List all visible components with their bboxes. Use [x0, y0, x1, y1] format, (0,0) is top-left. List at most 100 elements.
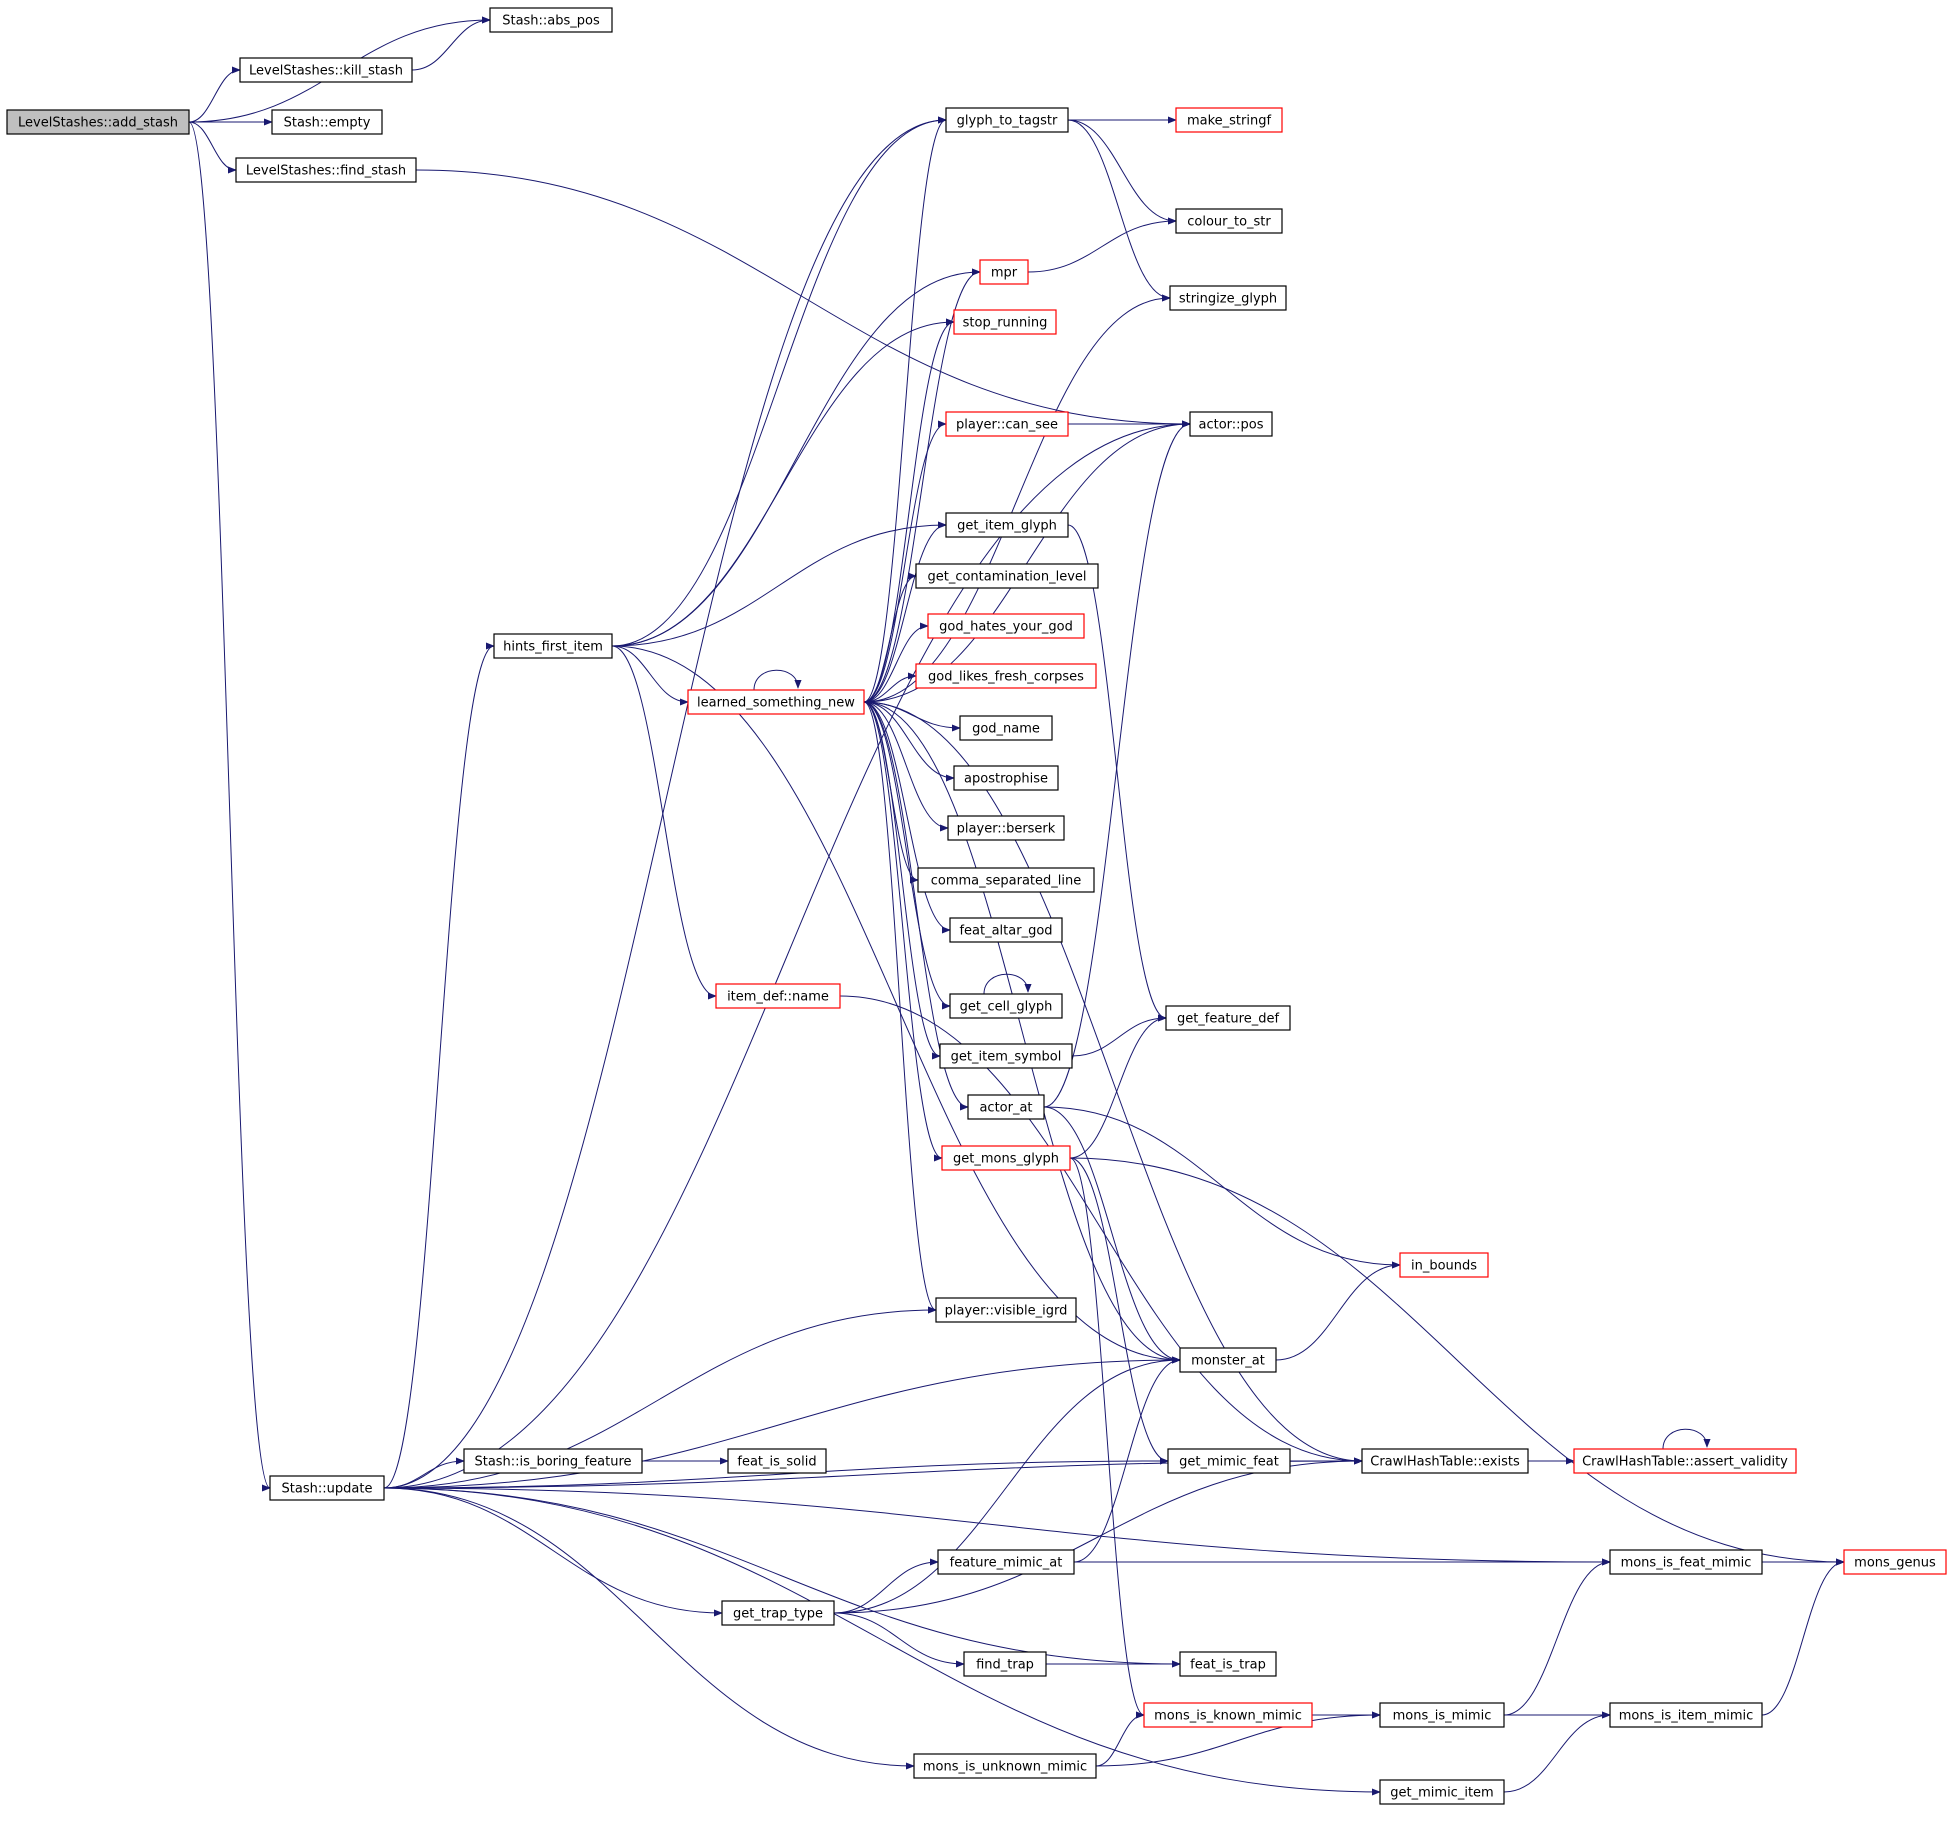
node-item-def-name[interactable]: item_def::name — [715, 983, 841, 1009]
edge-mons-is-unknown-mimic-to-mons-is-known-mimic — [1095, 1711, 1145, 1767]
edge-update-to-mons-is-unknown-mimic — [383, 1487, 915, 1770]
node-label: colour_to_str — [1187, 215, 1271, 230]
edge-learned-to-monster-at — [863, 701, 1181, 1364]
node-mons-is-unknown-mimic[interactable]: mons_is_unknown_mimic — [913, 1753, 1097, 1779]
node-feat-is-trap[interactable]: feat_is_trap — [1179, 1651, 1277, 1677]
node-can-see[interactable]: player::can_see — [945, 411, 1069, 437]
node-label: mons_is_unknown_mimic — [923, 1760, 1087, 1775]
node-update[interactable]: Stash::update — [269, 1475, 385, 1501]
node-box — [235, 157, 417, 183]
edge-learned-to-apostrophise — [863, 701, 955, 782]
node-god-hates-your-god[interactable]: god_hates_your_god — [927, 613, 1085, 639]
node-label: player::visible_igrd — [945, 1304, 1068, 1319]
node-mons-is-item-mimic[interactable]: mons_is_item_mimic — [1609, 1702, 1763, 1728]
node-box — [935, 1297, 1077, 1323]
node-get-mons-glyph[interactable]: get_mons_glyph — [941, 1145, 1071, 1171]
node-get-trap-type[interactable]: get_trap_type — [721, 1600, 835, 1626]
node-make-stringf[interactable]: make_stringf — [1175, 107, 1283, 133]
node-label: get_trap_type — [733, 1607, 823, 1622]
edge-learned-to-get-mons-glyph — [863, 701, 943, 1162]
edge-update-to-monster-at — [383, 1356, 1181, 1489]
node-box — [947, 815, 1065, 841]
node-mons-genus[interactable]: mons_genus — [1843, 1549, 1947, 1575]
node-label: stop_running — [963, 316, 1048, 331]
node-label: player::can_see — [956, 418, 1058, 433]
node-feat-altar-god[interactable]: feat_altar_god — [949, 917, 1063, 943]
node-label: Stash::is_boring_feature — [474, 1455, 631, 1470]
node-box — [917, 867, 1095, 893]
node-get-cell-glyph[interactable]: get_cell_glyph — [949, 993, 1063, 1019]
node-hints-first-item[interactable]: hints_first_item — [493, 633, 613, 659]
node-in-bounds[interactable]: in_bounds — [1399, 1252, 1489, 1278]
edge-learned-to-get-contamination-level — [863, 572, 917, 703]
node-apostrophise[interactable]: apostrophise — [953, 765, 1059, 791]
node-comma-separated-line[interactable]: comma_separated_line — [917, 867, 1095, 893]
edge-learned-to-visible-igrd — [863, 701, 937, 1314]
node-box — [939, 1043, 1073, 1069]
node-mons-is-mimic[interactable]: mons_is_mimic — [1379, 1702, 1505, 1728]
edge-update-to-get-trap-type — [383, 1487, 723, 1617]
node-feature-mimic-at[interactable]: feature_mimic_at — [937, 1549, 1075, 1575]
node-get-item-glyph[interactable]: get_item_glyph — [945, 512, 1069, 538]
node-label: monster_at — [1191, 1354, 1265, 1369]
node-mons-is-known-mimic[interactable]: mons_is_known_mimic — [1143, 1702, 1313, 1728]
node-box — [949, 917, 1063, 943]
edge-get-trap-type-to-feature-mimic-at — [833, 1558, 939, 1614]
edge-actor-at-to-monster-at — [1043, 1106, 1181, 1364]
edge-learned-to-mpr — [863, 268, 981, 703]
node-god-name[interactable]: god_name — [959, 715, 1053, 741]
node-add-stash[interactable]: LevelStashes::add_stash — [6, 109, 190, 135]
node-get-contamination-level[interactable]: get_contamination_level — [915, 563, 1099, 589]
node-glyph-to-tagstr[interactable]: glyph_to_tagstr — [945, 107, 1069, 133]
edge-update-to-is-boring-feature — [383, 1457, 465, 1489]
node-box — [1399, 1252, 1489, 1278]
node-box — [937, 1549, 1075, 1575]
edge-learned-to-stringize-glyph — [863, 294, 1171, 703]
node-kill-stash[interactable]: LevelStashes::kill_stash — [239, 57, 413, 83]
node-assert-validity[interactable]: CrawlHashTable::assert_validity — [1573, 1448, 1797, 1474]
node-learned[interactable]: learned_something_new — [687, 689, 865, 715]
edge-monster-at-to-in-bounds — [1275, 1261, 1401, 1361]
node-label: actor_at — [979, 1101, 1032, 1116]
node-label: mons_is_mimic — [1393, 1709, 1492, 1724]
node-box — [1165, 1005, 1291, 1031]
node-box — [493, 633, 613, 659]
node-abs-pos[interactable]: Stash::abs_pos — [489, 7, 613, 33]
node-box — [271, 109, 383, 135]
node-visible-igrd[interactable]: player::visible_igrd — [935, 1297, 1077, 1323]
edge-update-to-get-mimic-feat — [383, 1457, 1169, 1489]
edge-get-mimic-item-to-mons-is-item-mimic — [1503, 1711, 1611, 1793]
node-empty[interactable]: Stash::empty — [271, 109, 383, 135]
edge-add-stash-to-update — [188, 121, 271, 1492]
node-colour-to-str[interactable]: colour_to_str — [1175, 208, 1283, 234]
edge-mons-is-item-mimic-to-mons-genus — [1761, 1558, 1845, 1716]
node-feat-is-solid[interactable]: feat_is_solid — [727, 1448, 827, 1474]
node-box — [1175, 107, 1283, 133]
node-actor-pos[interactable]: actor::pos — [1189, 411, 1273, 437]
node-mons-is-feat-mimic[interactable]: mons_is_feat_mimic — [1609, 1549, 1763, 1575]
node-stop-running[interactable]: stop_running — [953, 309, 1057, 335]
node-label: find_trap — [976, 1658, 1034, 1673]
node-get-mimic-item[interactable]: get_mimic_item — [1379, 1779, 1505, 1805]
node-stringize-glyph[interactable]: stringize_glyph — [1169, 285, 1287, 311]
nodes-layer: LevelStashes::add_stash Stash::abs_posLev… — [6, 7, 1947, 1805]
node-actor-at[interactable]: actor_at — [967, 1094, 1045, 1120]
edge-find-stash-to-actor-pos — [415, 169, 1191, 428]
edge-learned-to-can-see — [863, 420, 947, 703]
node-get-mimic-feat[interactable]: get_mimic_feat — [1167, 1448, 1291, 1474]
edge-mons-is-mimic-to-mons-is-feat-mimic — [1503, 1558, 1611, 1716]
node-find-trap[interactable]: find_trap — [963, 1651, 1047, 1677]
node-find-stash[interactable]: LevelStashes::find_stash — [235, 157, 417, 183]
node-hash-exists[interactable]: CrawlHashTable::exists — [1361, 1448, 1529, 1474]
node-monster-at[interactable]: monster_at — [1179, 1347, 1277, 1373]
edge-kill-stash-to-abs-pos — [411, 16, 491, 71]
edge-hints-first-item-to-get-item-glyph — [611, 521, 947, 647]
node-label: feat_altar_god — [959, 924, 1052, 939]
node-god-likes-fresh-corpses[interactable]: god_likes_fresh_corpses — [915, 663, 1097, 689]
node-box — [945, 512, 1069, 538]
node-berserk[interactable]: player::berserk — [947, 815, 1065, 841]
node-is-boring-feature[interactable]: Stash::is_boring_feature — [463, 1448, 643, 1474]
node-get-item-symbol[interactable]: get_item_symbol — [939, 1043, 1073, 1069]
node-mpr[interactable]: mpr — [979, 259, 1029, 285]
node-get-feature-def[interactable]: get_feature_def — [1165, 1005, 1291, 1031]
